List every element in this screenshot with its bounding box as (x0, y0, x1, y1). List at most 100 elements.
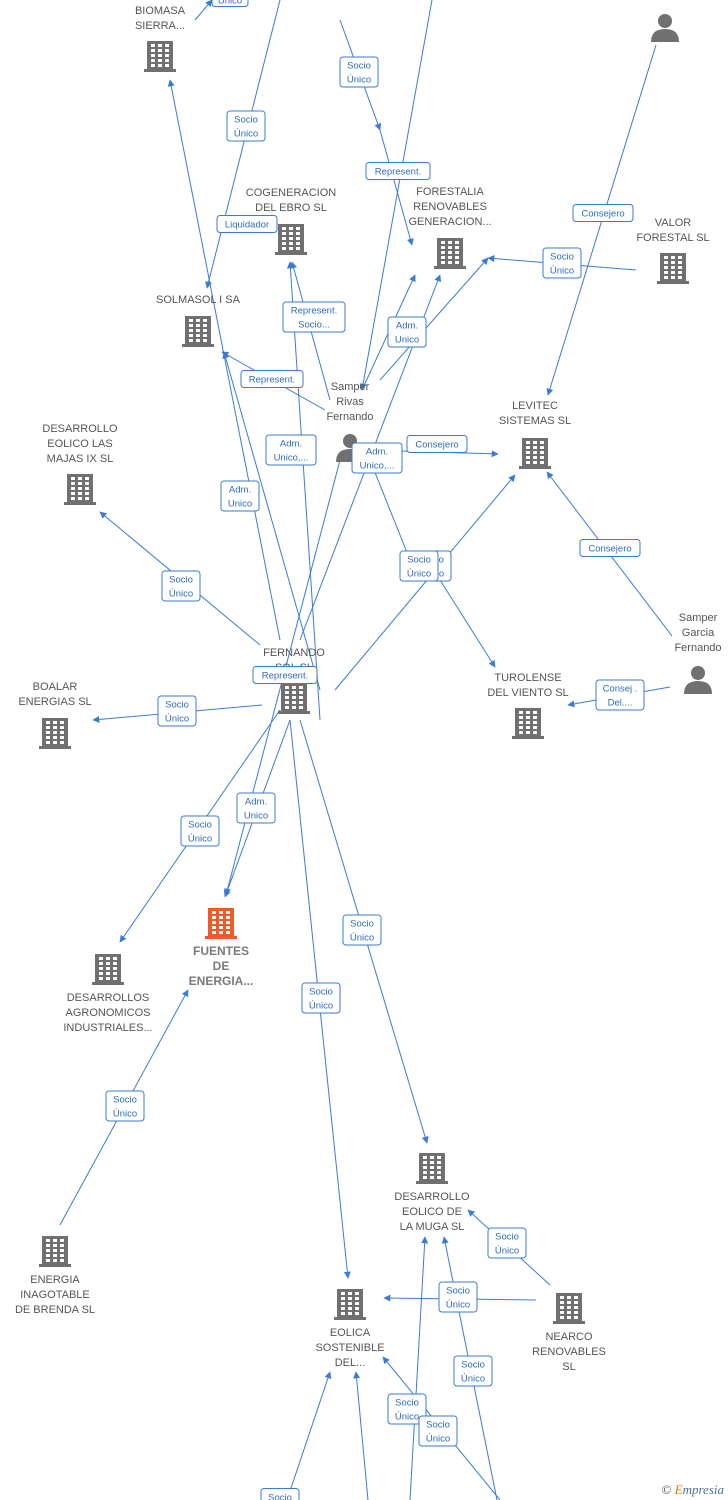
edge-label[interactable]: Represent.Socio... (282, 301, 346, 333)
edge-label-box (226, 110, 266, 142)
copyright-symbol: © (661, 1482, 672, 1497)
building-window (158, 54, 162, 57)
building-window (533, 716, 537, 719)
edge-label[interactable]: Adm.Unico (387, 316, 427, 348)
node-label: SOSTENIBLE (315, 1342, 384, 1354)
building-window (355, 1297, 359, 1300)
building-window (53, 1244, 57, 1247)
edge-label-text: Socio (165, 700, 189, 711)
building-window (455, 241, 459, 244)
building-window (341, 1297, 345, 1300)
node-label: ENERGIA... (189, 974, 254, 988)
building-window (292, 686, 296, 689)
building-window (560, 1296, 564, 1299)
edge-label[interactable]: Consejero (579, 539, 641, 557)
relationship-edge (194, 0, 213, 21)
building-window (219, 916, 223, 919)
company-node[interactable]: FUENTESDEENERGIA... (189, 908, 254, 988)
company-node[interactable]: DESARROLLOSAGRONOMICOSINDUSTRIALES... (63, 954, 153, 1034)
edge-label[interactable]: Consej .Del.... (595, 679, 645, 711)
edge-label[interactable]: Liquidador (216, 215, 278, 233)
company-node[interactable]: SOLMASOL I SA (156, 294, 241, 347)
edge-label[interactable]: Represent. (252, 666, 318, 684)
edge-label[interactable]: Adm.Unico,... (265, 434, 317, 466)
building-window (455, 251, 459, 254)
building-window (526, 731, 530, 734)
edge-label[interactable]: Represent. (240, 370, 304, 388)
building-window (448, 251, 452, 254)
building-window (289, 242, 293, 245)
building-window (53, 721, 57, 724)
building-window (455, 256, 459, 259)
building-window (151, 59, 155, 62)
building-window (533, 441, 537, 444)
building-window (574, 1316, 578, 1319)
edge-label[interactable]: Adm.Unico (236, 792, 276, 824)
building-window (282, 237, 286, 240)
building-window (574, 1301, 578, 1304)
building-icon (144, 41, 176, 72)
edge-label[interactable]: Único (211, 0, 249, 7)
edge-label-text: Socio (407, 555, 431, 566)
building-window (533, 726, 537, 729)
building-window (423, 1166, 427, 1169)
company-node[interactable]: FORESTALIARENOVABLESGENERACION... (408, 186, 492, 269)
edge-label-box (406, 435, 468, 453)
building-window (71, 487, 75, 490)
building-window (189, 329, 193, 332)
building-window (441, 251, 445, 254)
edge-label[interactable]: Consejero (406, 435, 468, 453)
node-label: SIERRA... (135, 20, 185, 32)
edge-label[interactable]: Socio (260, 1488, 300, 1500)
company-node[interactable]: BIOMASASIERRA... (135, 5, 186, 72)
edge-label-box (365, 162, 431, 180)
edge-label-box (387, 316, 427, 348)
relationship-edge (379, 129, 414, 246)
building-window (60, 1239, 64, 1242)
building-window (282, 247, 286, 250)
node-label: BOALAR (33, 681, 78, 693)
building-window (567, 1306, 571, 1309)
building-window (99, 957, 103, 960)
edge-label-box (252, 666, 318, 684)
edge-label[interactable]: Represent. (365, 162, 431, 180)
edge-label-text: Socio... (298, 320, 330, 331)
building-window (289, 247, 293, 250)
building-window (574, 1296, 578, 1299)
person-node[interactable] (651, 14, 679, 42)
node-label: ENERGIA (30, 1274, 80, 1286)
edge-label[interactable]: Consejero (572, 204, 634, 222)
company-node[interactable]: EOLICASOSTENIBLEDEL... (315, 1289, 385, 1369)
building-window (78, 497, 82, 500)
edge-label[interactable]: Adm.Unico (220, 480, 260, 512)
node-label: DEL... (335, 1357, 366, 1369)
relationship-edge (409, 1236, 429, 1500)
building-window (437, 1161, 441, 1164)
edge-label[interactable]: Adm.Unico,... (351, 442, 403, 474)
